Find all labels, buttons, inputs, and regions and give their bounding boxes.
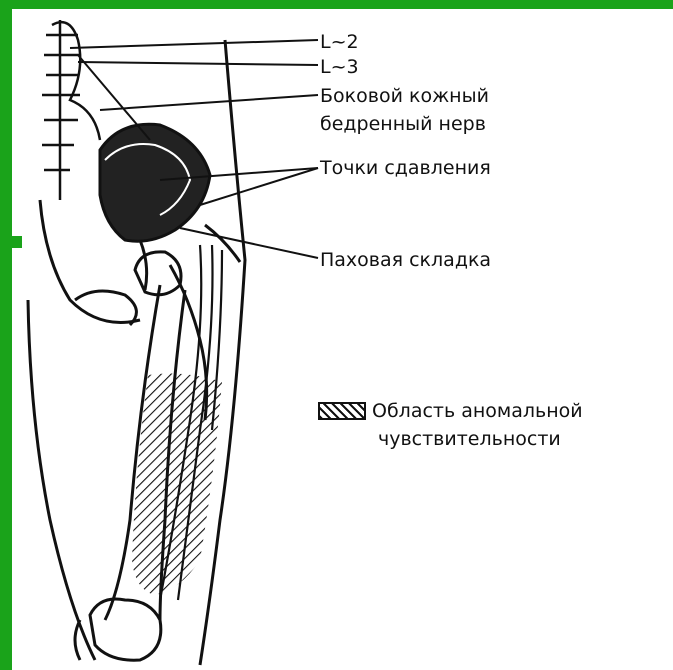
label-l3: L~3 [320,55,359,79]
label-l2: L~2 [320,30,359,54]
label-pressure-points: Точки сдавления [320,156,491,180]
hatch-swatch-icon [318,402,366,420]
label-inguinal-fold: Паховая складка [320,248,491,272]
label-nerve-line1: Боковой кожный [320,84,489,108]
label-nerve-line2: бедренный нерв [320,112,486,136]
legend-line2: чувствительности [318,425,583,453]
abnormal-sensitivity-area [132,374,222,595]
legend: Область аномальной чувствительности [318,397,583,453]
knee-sketch [75,599,161,660]
legend-line1: Область аномальной [372,397,583,425]
legend-row: Область аномальной [318,397,583,425]
